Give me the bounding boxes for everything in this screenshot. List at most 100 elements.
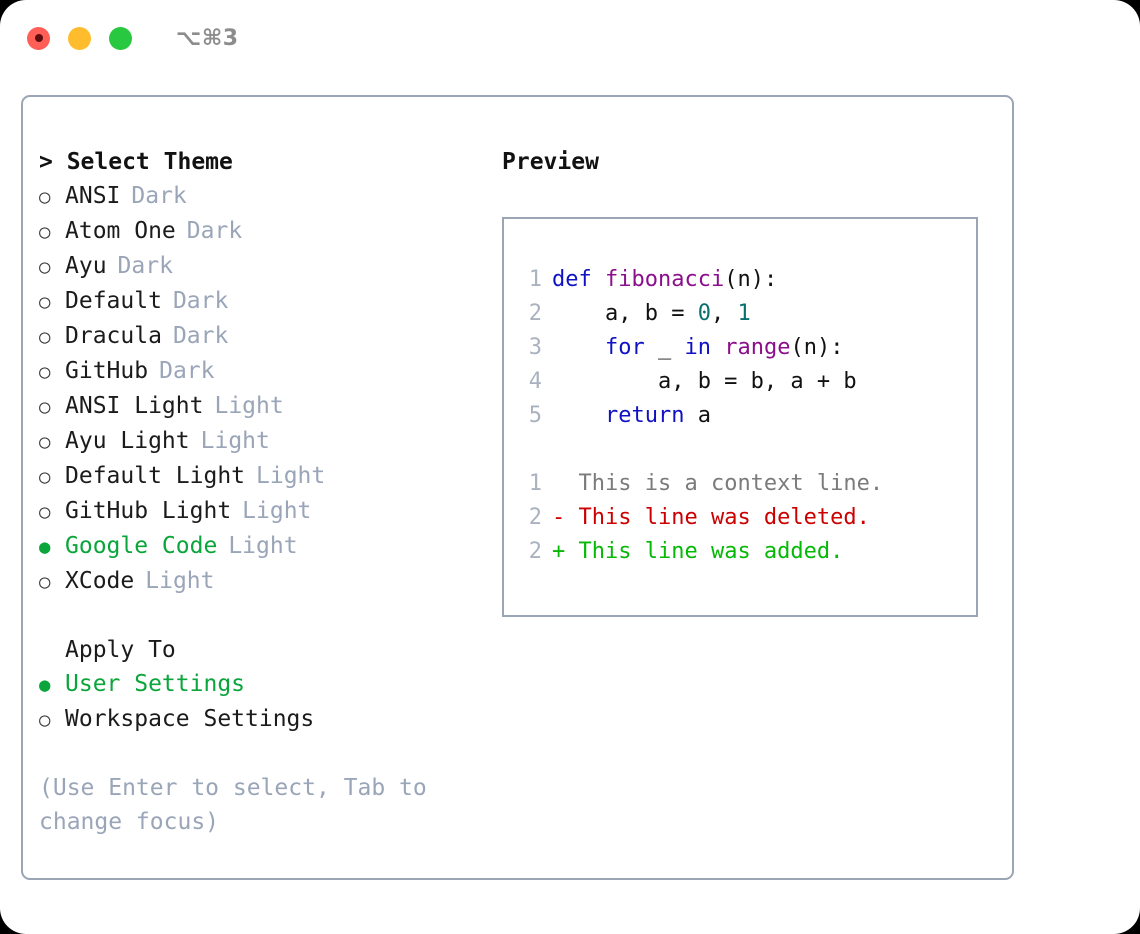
code-line-content: a, b = 0, 1 <box>552 297 751 331</box>
diff-line-ctx: 1 This is a context line. <box>504 467 976 501</box>
maximize-button[interactable] <box>109 26 132 50</box>
preview-heading: Preview <box>502 149 599 175</box>
code-token-txt: (n): <box>724 267 778 292</box>
theme-option-label: GitHub <box>65 358 149 384</box>
close-button[interactable] <box>27 26 50 50</box>
radio-unselected-icon: ○ <box>39 186 51 208</box>
code-line: 5 return a <box>504 399 976 433</box>
theme-option-label: ANSI Light <box>65 393 204 419</box>
theme-option-label: Atom One <box>65 218 176 244</box>
code-token-fn: fibonacci <box>604 267 725 292</box>
theme-option-label: Default <box>65 288 162 314</box>
theme-option-github-light[interactable]: ○ GitHub Light Light <box>39 494 509 529</box>
theme-variant-tag: Dark <box>186 218 243 244</box>
theme-option-label: Ayu <box>65 253 107 279</box>
diff-line-del: 2- This line was deleted. <box>504 501 976 535</box>
theme-option-label: Default Light <box>65 463 246 489</box>
code-line: 1 def fibonacci(n): <box>504 263 976 297</box>
code-token-fn: range <box>724 335 791 360</box>
code-line-content: a, b = b, a + b <box>552 365 857 399</box>
radio-unselected-icon: ○ <box>39 709 51 731</box>
apply-to-option-user-settings[interactable]: ●User Settings <box>39 667 509 702</box>
code-line: 4 a, b = b, a + b <box>504 365 976 399</box>
radio-unselected-icon: ○ <box>39 501 51 523</box>
line-number: 3 <box>528 335 542 360</box>
keyboard-hint-text: (Use Enter to select, Tab to change focu… <box>39 775 441 835</box>
code-spacer <box>504 433 976 467</box>
theme-option-label: GitHub Light <box>65 498 232 524</box>
line-number: 1 <box>528 267 542 292</box>
code-token-kw: in <box>684 335 711 360</box>
code-line: 3 for _ in range(n): <box>504 331 976 365</box>
radio-unselected-icon: ○ <box>39 571 51 593</box>
theme-variant-tag: Light <box>228 533 298 559</box>
theme-option-github[interactable]: ○ GitHub Dark <box>39 354 509 389</box>
apply-to-option-label: Workspace Settings <box>65 706 315 732</box>
line-number: 2 <box>528 301 542 326</box>
radio-unselected-icon: ○ <box>39 326 51 348</box>
code-token-num: 0 <box>697 301 711 326</box>
theme-option-ansi-light[interactable]: ○ ANSI Light Light <box>39 389 509 424</box>
theme-option-google-code[interactable]: ● Google Code Light <box>39 529 509 564</box>
theme-option-label: Google Code <box>65 533 218 559</box>
diff-sample: 1 This is a context line.2- This line wa… <box>504 467 976 569</box>
diff-line-text: This line was added. <box>578 539 844 564</box>
apply-to-option-label: User Settings <box>65 671 246 697</box>
keyboard-shortcut-label: ⌥⌘3 <box>176 25 239 51</box>
code-token-txt <box>552 403 605 428</box>
theme-variant-tag: Light <box>242 498 312 524</box>
theme-variant-tag: Dark <box>172 288 229 314</box>
code-token-kw: def <box>552 267 605 292</box>
theme-variant-tag: Dark <box>159 358 215 384</box>
radio-unselected-icon: ○ <box>39 396 51 418</box>
theme-variant-tag: Dark <box>117 253 173 279</box>
code-line-content: for _ in range(n): <box>552 331 843 365</box>
apply-to-list[interactable]: ●User Settings ○ Workspace Settings <box>39 667 509 737</box>
line-number: 4 <box>528 369 542 394</box>
radio-unselected-icon: ○ <box>39 361 51 383</box>
window-controls <box>27 26 132 50</box>
code-token-kw: for <box>604 335 645 360</box>
diff-marker <box>552 467 579 501</box>
code-line-content: return a <box>552 399 711 433</box>
code-token-txt <box>552 335 605 360</box>
theme-option-default-light[interactable]: ○ Default Light Light <box>39 459 509 494</box>
apply-to-heading: Apply To <box>65 637 176 663</box>
theme-variant-tag: Light <box>256 463 326 489</box>
radio-unselected-icon: ○ <box>39 466 51 488</box>
diff-line-text: This line was deleted. <box>578 505 870 530</box>
theme-variant-tag: Dark <box>131 183 187 209</box>
minimize-button[interactable] <box>68 26 91 50</box>
theme-option-ansi[interactable]: ○ ANSI Dark <box>39 179 509 214</box>
radio-unselected-icon: ○ <box>39 431 51 453</box>
radio-unselected-icon: ○ <box>39 256 51 278</box>
theme-option-label: Dracula <box>65 323 162 349</box>
radio-unselected-icon: ○ <box>39 221 51 243</box>
theme-option-ayu[interactable]: ○ Ayu Dark <box>39 249 509 284</box>
code-token-txt: a, b = <box>552 301 698 326</box>
code-token-num: 1 <box>737 301 751 326</box>
theme-variant-tag: Light <box>214 393 284 419</box>
radio-unselected-icon: ○ <box>39 291 51 313</box>
code-token-txt: _ <box>644 335 685 360</box>
theme-option-label: Ayu Light <box>65 428 190 454</box>
line-number: 2 <box>528 539 542 564</box>
theme-option-label: ANSI <box>65 183 121 209</box>
theme-option-default[interactable]: ○ Default Dark <box>39 284 509 319</box>
apply-to-option-workspace-settings[interactable]: ○ Workspace Settings <box>39 702 509 737</box>
radio-selected-icon: ● <box>39 536 51 558</box>
code-token-txt <box>711 335 724 360</box>
code-token-txt: a <box>684 403 711 428</box>
code-line-content: def fibonacci(n): <box>552 263 777 297</box>
theme-option-atom-one[interactable]: ○ Atom One Dark <box>39 214 509 249</box>
